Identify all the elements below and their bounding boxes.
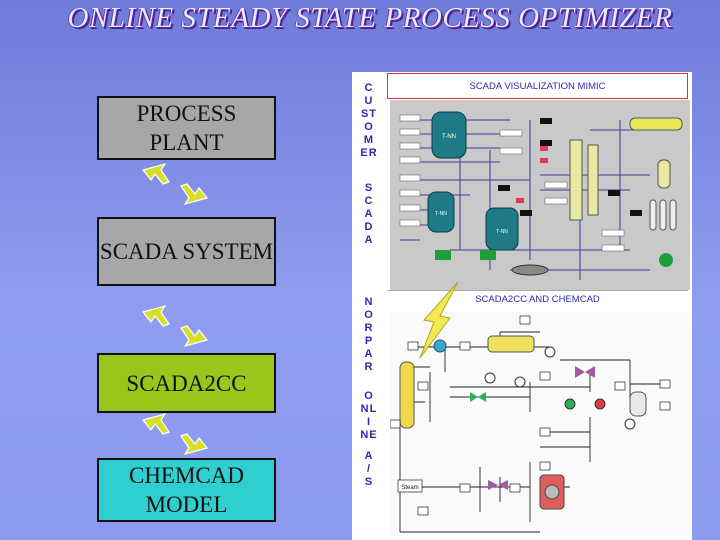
chemcad-flowsheet-schematic: Steam <box>390 312 690 538</box>
chemcad-flowsheet: Steam <box>390 312 690 538</box>
vertical-label-as: A/S <box>364 450 374 488</box>
process-plant-box: PROCESS PLANT <box>97 96 276 160</box>
steam-stream-label: Steam <box>401 485 418 491</box>
page-title: ONLINE STEADY STATE PROCESS OPTIMIZER <box>67 2 673 34</box>
mimic-tank-label: T-NN <box>435 211 447 217</box>
scada-mimic-schematic: T-NN T-NN T-NN <box>390 100 690 290</box>
chemcad-title: SCADA2CC AND CHEMCAD <box>387 290 688 311</box>
mimic-title: SCADA VISUALIZATION MIMIC <box>387 73 688 99</box>
bidirectional-arrows-icon <box>141 304 209 348</box>
scada2cc-box: SCADA2CC <box>97 353 276 413</box>
chemcad-model-box: CHEMCAD MODEL <box>97 458 276 522</box>
lightning-bolt-icon <box>419 281 459 359</box>
scada-mimic: T-NN T-NN T-NN <box>390 100 690 290</box>
mimic-tank-label: T-NN <box>496 229 508 235</box>
bidirectional-arrows-icon <box>141 412 209 456</box>
scada-system-box: SCADA SYSTEM <box>97 217 276 286</box>
mimic-tank-label: T-NN <box>442 134 456 140</box>
bidirectional-arrows-icon <box>141 162 209 206</box>
